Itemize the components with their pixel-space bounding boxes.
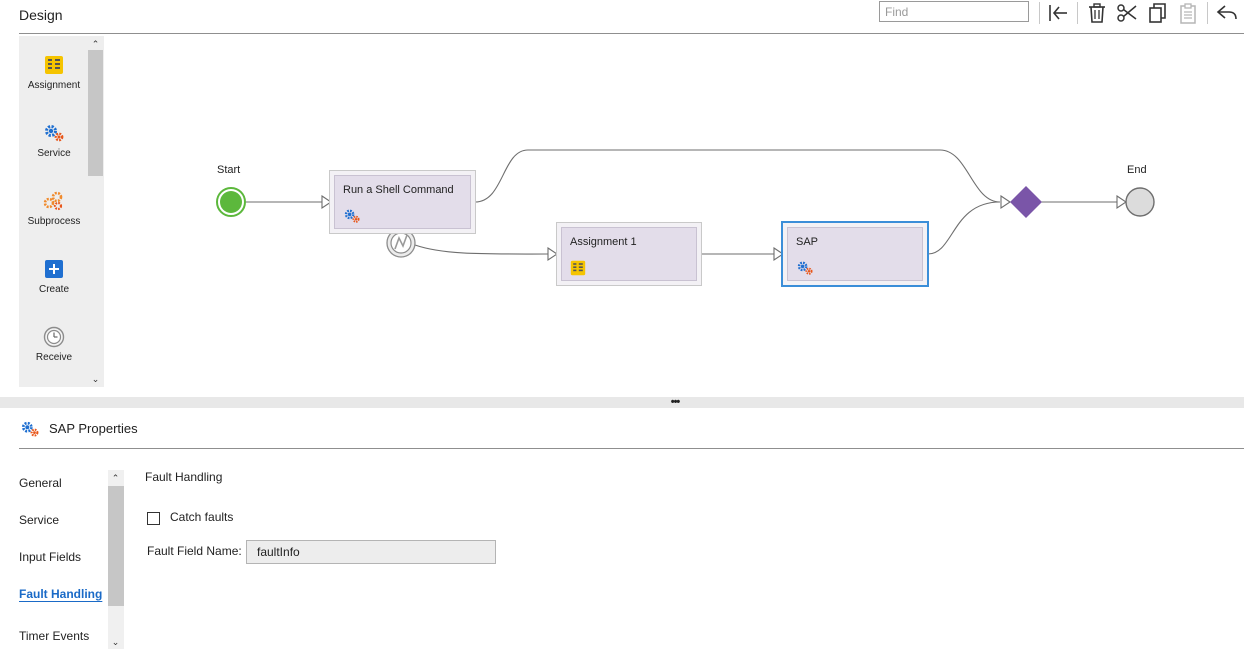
catch-faults-label: Catch faults [170, 510, 234, 524]
palette-item-label: Subprocess [27, 216, 81, 227]
prop-tab-timer-events[interactable]: Timer Events [19, 629, 90, 643]
section-title: Fault Handling [145, 470, 223, 484]
step-title: SAP [796, 236, 819, 248]
scroll-down-icon[interactable]: ⌄ [111, 637, 120, 647]
assignment-icon [19, 54, 89, 76]
paste-icon [1176, 2, 1200, 24]
toolbar-separator [1077, 2, 1078, 24]
palette-item-service[interactable]: Service [19, 122, 89, 159]
header-divider [19, 33, 1244, 34]
palette-item-subprocess[interactable]: Subprocess [19, 190, 89, 227]
prop-tab-input-fields[interactable]: Input Fields [19, 550, 82, 564]
assignment-icon [570, 260, 586, 279]
find-input[interactable] [879, 1, 1029, 22]
undo-icon[interactable] [1215, 2, 1239, 24]
palette-item-receive[interactable]: Receive [19, 326, 89, 363]
palette-scrollbar-thumb[interactable] [88, 50, 103, 176]
catch-faults-checkbox[interactable] [147, 512, 160, 525]
properties-scrollbar-thumb[interactable] [108, 486, 124, 606]
prop-tab-fault-handling[interactable]: Fault Handling [19, 587, 103, 601]
end-label: End [1127, 164, 1147, 176]
copy-icon[interactable] [1145, 2, 1169, 24]
service-gears-icon [343, 208, 361, 227]
start-label: Start [217, 164, 241, 176]
service-gears-icon [19, 122, 89, 144]
arrowhead [547, 246, 558, 262]
end-event[interactable] [1125, 187, 1155, 217]
fault-field-name-input[interactable] [246, 540, 496, 564]
prop-tab-service[interactable]: Service [19, 513, 60, 527]
connector-line [414, 244, 549, 255]
toolbar-separator [1207, 2, 1208, 24]
service-gears-icon [19, 420, 41, 441]
trash-icon[interactable] [1085, 2, 1109, 24]
palette-item-label: Service [37, 148, 71, 159]
arrowhead [773, 246, 784, 262]
properties-title: SAP Properties [49, 421, 138, 436]
page-title: Design [19, 7, 63, 23]
step-title: Assignment 1 [570, 236, 637, 248]
start-event-fill [220, 191, 242, 213]
splitter-handle-icon[interactable]: ••• [670, 396, 681, 408]
connector-line [927, 201, 1001, 255]
arrowhead [321, 194, 332, 210]
toolbar-separator [1039, 2, 1040, 24]
scroll-up-icon[interactable]: ⌃ [111, 473, 120, 483]
panel-splitter[interactable] [0, 397, 1244, 408]
step-run-shell-command[interactable]: Run a Shell Command [334, 175, 471, 229]
plus-icon [19, 258, 89, 280]
arrowhead [1116, 194, 1127, 210]
palette-item-label: Receive [35, 352, 73, 363]
scroll-down-icon[interactable]: ⌄ [91, 374, 100, 384]
scissors-icon[interactable] [1115, 2, 1139, 24]
properties-divider [19, 448, 1244, 449]
step-title: Run a Shell Command [343, 184, 454, 196]
gateway-diamond[interactable] [1010, 186, 1042, 218]
step-sap[interactable]: SAP [787, 227, 923, 281]
prop-tab-general[interactable]: General [19, 476, 62, 490]
palette-item-assignment[interactable]: Assignment [19, 54, 89, 91]
boundary-event-icon[interactable] [386, 228, 416, 258]
fault-field-name-label: Fault Field Name: [147, 544, 242, 558]
service-gears-icon [796, 260, 814, 279]
clock-icon [19, 326, 89, 348]
subprocess-gears-icon [19, 190, 89, 212]
palette-item-create[interactable]: Create [19, 258, 89, 295]
palette-item-label: Assignment [27, 80, 81, 91]
first-page-icon[interactable] [1046, 2, 1070, 24]
connector-line [474, 149, 1001, 203]
arrowhead [1000, 194, 1011, 210]
process-canvas[interactable]: Start End Run a Shell Command Assignment… [104, 36, 1244, 387]
palette-item-label: Create [38, 284, 69, 295]
step-assignment-1[interactable]: Assignment 1 [561, 227, 697, 281]
scroll-up-icon[interactable]: ⌃ [91, 39, 100, 49]
